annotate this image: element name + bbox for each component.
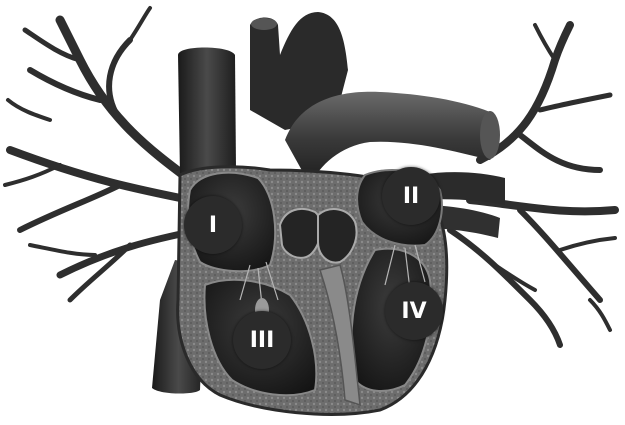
chamber-label-I: I — [184, 196, 242, 254]
valve-left — [280, 209, 321, 258]
left-vessel-branches — [5, 8, 200, 300]
vena-cava — [178, 48, 236, 181]
chamber-label-IV: IV — [385, 282, 443, 340]
chamber-label-III: III — [233, 311, 291, 369]
chamber-label-II: II — [382, 167, 440, 225]
vessel-opening — [251, 18, 277, 30]
